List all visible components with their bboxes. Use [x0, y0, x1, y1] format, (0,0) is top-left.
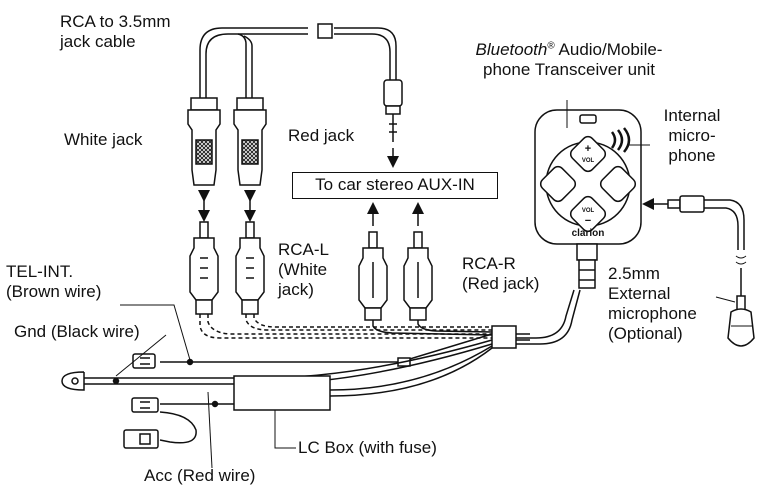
registered-mark: ® [547, 40, 555, 52]
label-rca-l: RCA-L (White jack) [278, 240, 330, 299]
wire-harness [61, 289, 581, 469]
label-gnd: Gnd (Black wire) [14, 322, 140, 341]
vol-up-label: VOL [582, 158, 595, 164]
label-lc-box: LC Box (with fuse) [298, 438, 437, 457]
bluetooth-rest: Audio/Mobile- [554, 40, 663, 59]
female-jacks [187, 97, 267, 186]
label-rca-r: RCA-R (Red jack) [462, 254, 540, 293]
label-red-jack: Red jack [288, 126, 355, 145]
connect-arrows [198, 148, 668, 226]
label-bluetooth-unit: Bluetooth® Audio/Mobile- phone Transceiv… [452, 40, 686, 80]
label-internal-mic: Internal micro- phone [663, 106, 721, 165]
vol-down-label: VOL [582, 208, 595, 214]
brand-label: clarion [572, 228, 605, 239]
transceiver-unit [534, 100, 650, 289]
label-white-jack: White jack [64, 130, 143, 149]
male-plugs-left [189, 221, 265, 315]
label-acc: Acc (Red wire) [144, 466, 256, 485]
label-tel-int: TEL-INT. (Brown wire) [6, 262, 102, 301]
label-external-mic: 2.5mm External microphone (Optional) [608, 264, 697, 343]
bluetooth-line2: phone Transceiver unit [483, 60, 655, 79]
male-plugs-right [358, 231, 433, 321]
dashed-leads [199, 314, 492, 339]
label-rca-cable: RCA to 3.5mm jack cable [60, 12, 171, 51]
external-mic [667, 195, 755, 347]
rca-cable [199, 23, 403, 142]
vol-down-minus: − [585, 215, 591, 227]
vol-up-plus: + [585, 143, 591, 155]
aux-in-box: To car stereo AUX-IN [292, 172, 498, 199]
bluetooth-name: Bluetooth [475, 40, 548, 59]
